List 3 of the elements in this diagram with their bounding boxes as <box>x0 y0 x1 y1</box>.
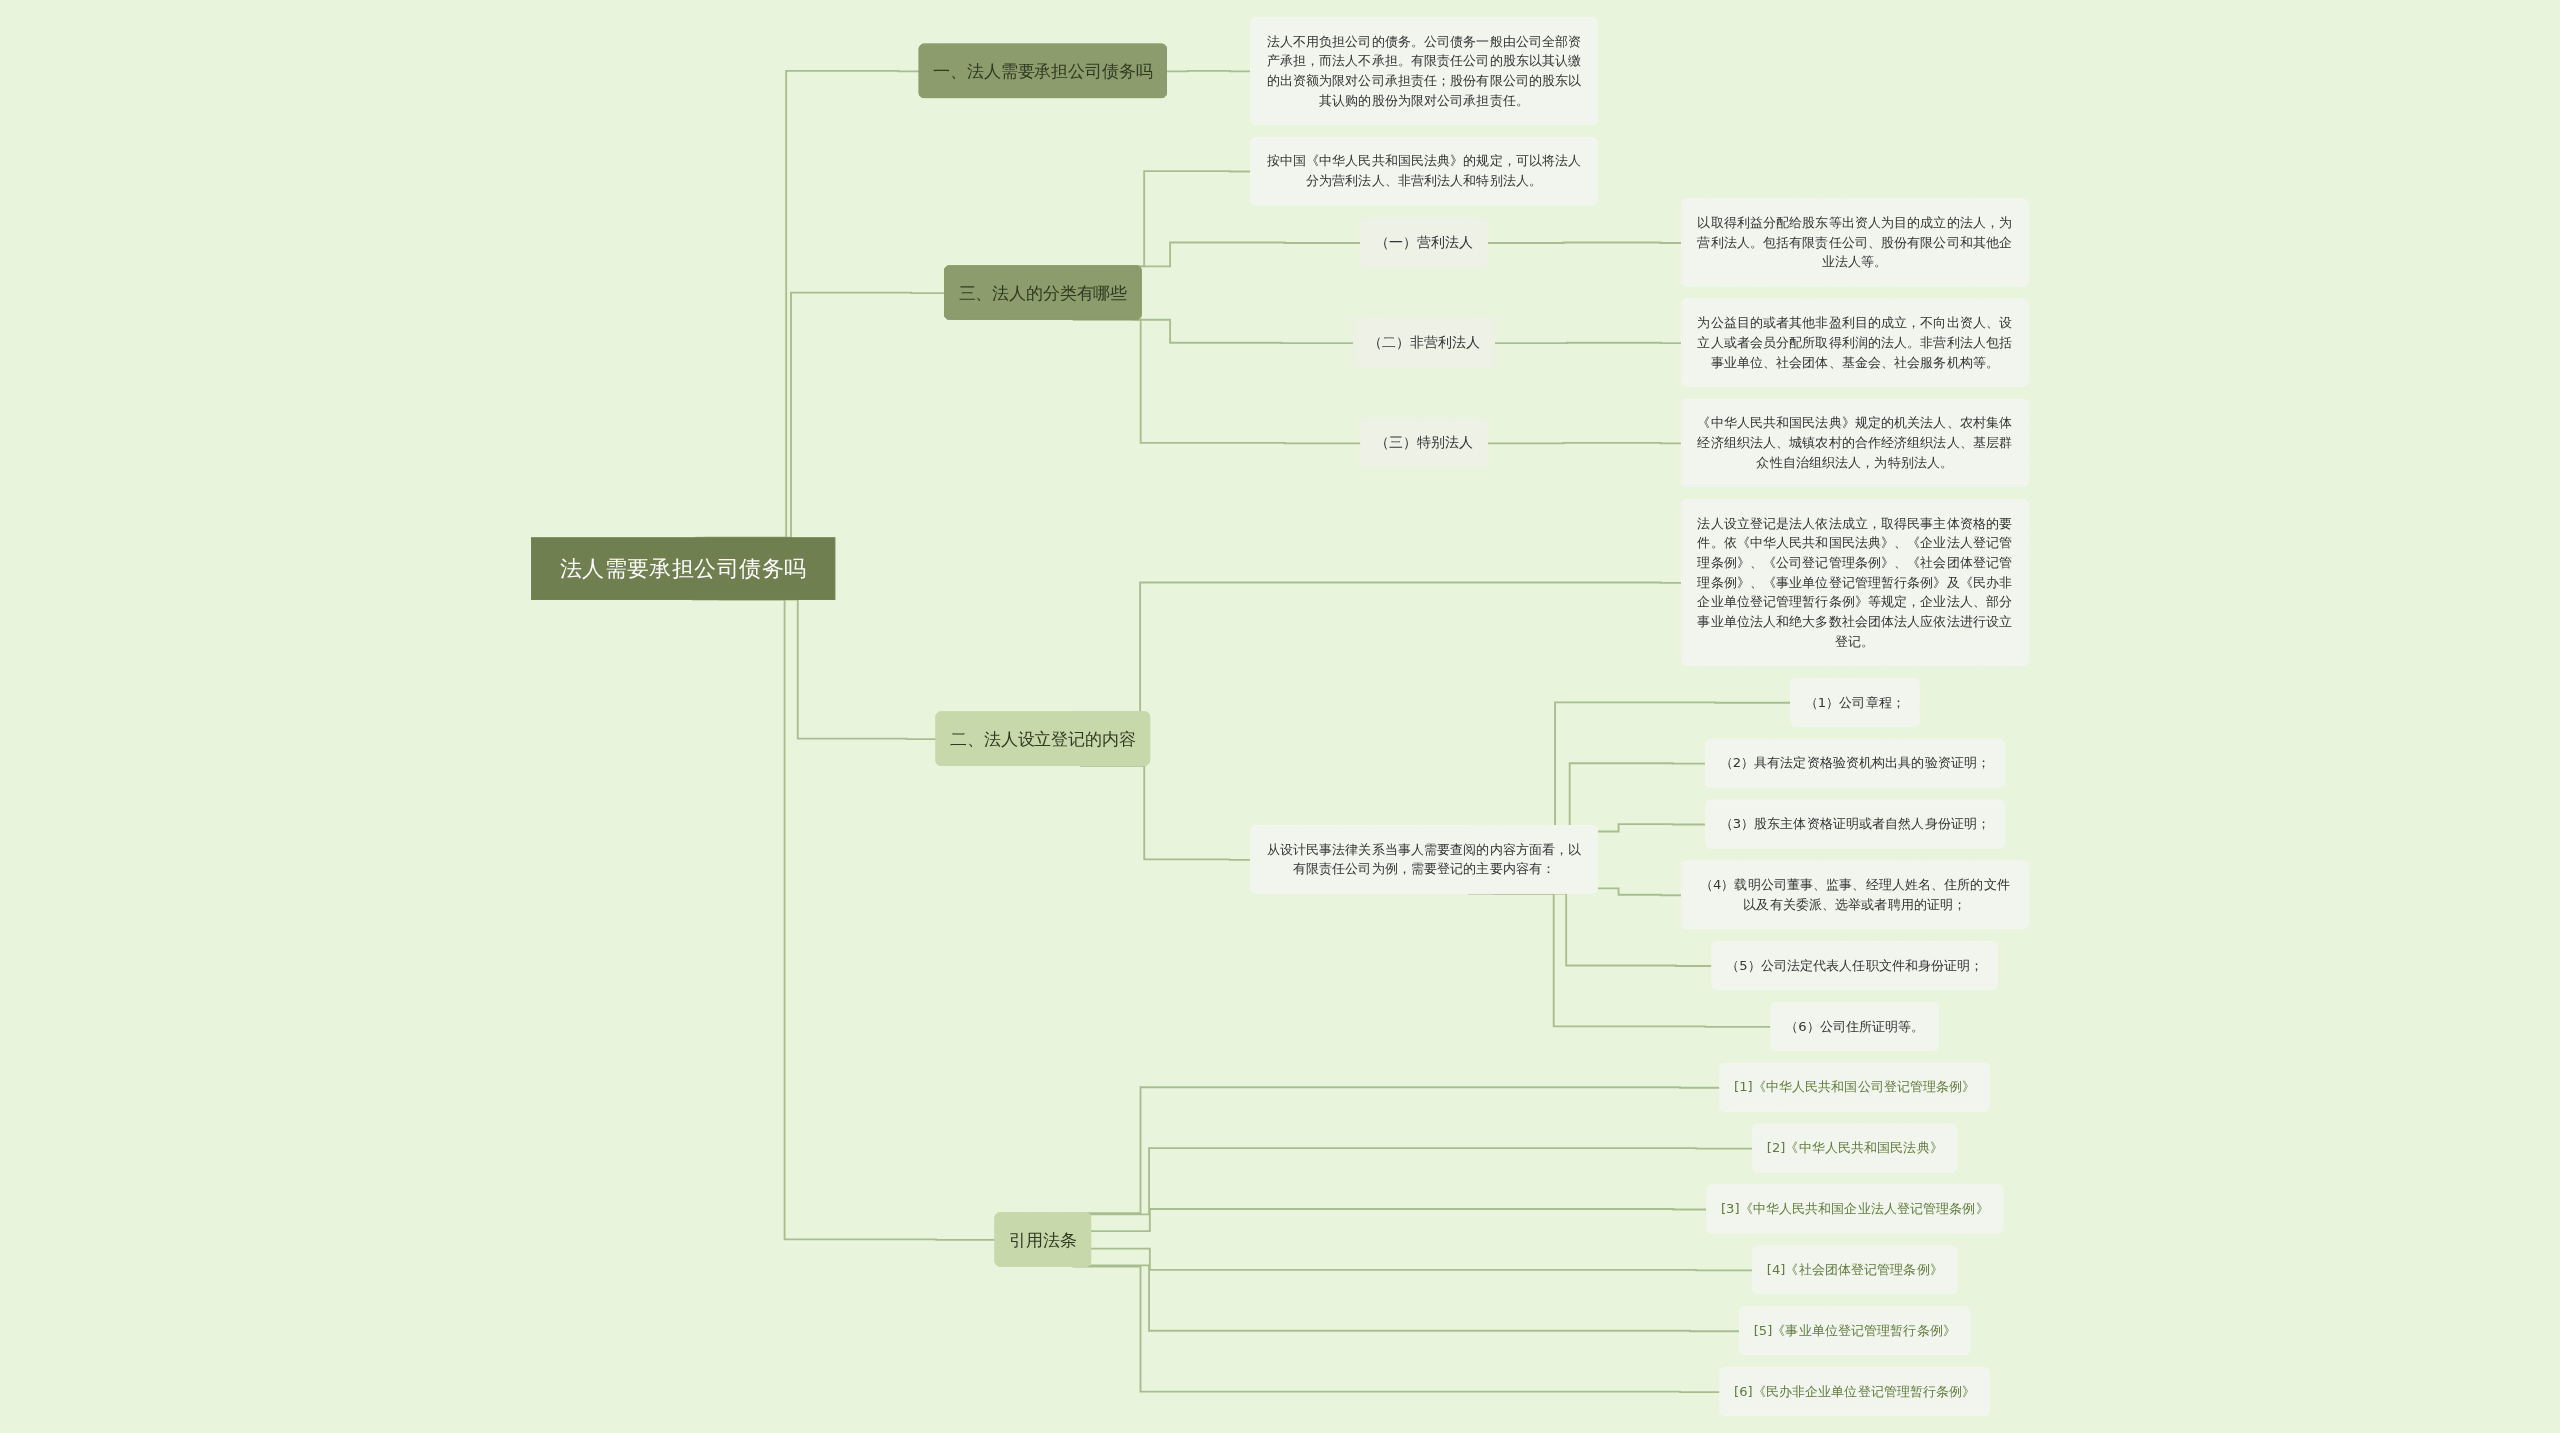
connector <box>1090 1247 1755 1272</box>
connector <box>1090 1208 1709 1233</box>
node-box: 法人需要承担公司债务吗 <box>531 537 836 600</box>
